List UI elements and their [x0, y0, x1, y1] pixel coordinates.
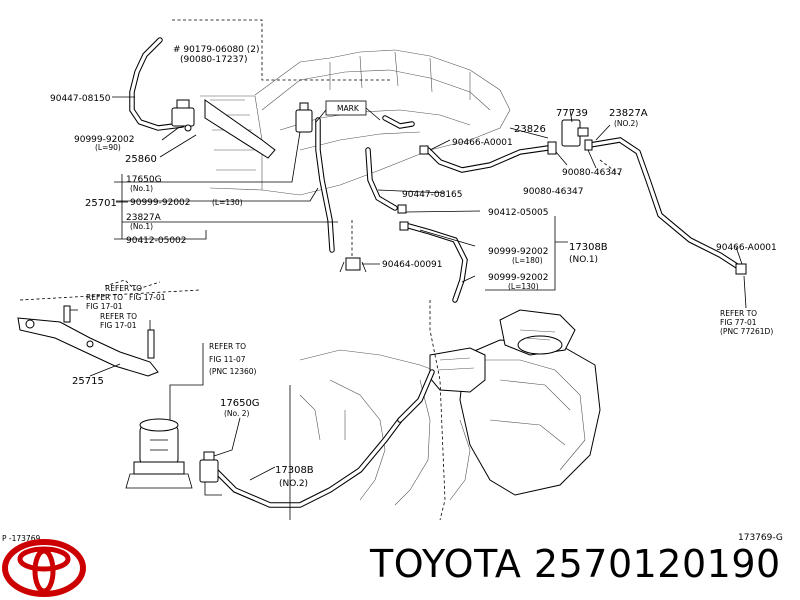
label-23827a-2: 23827A — [609, 108, 648, 119]
label-footer-left: P -173769 — [2, 534, 40, 543]
label-90412-05002: 90412-05002 — [126, 236, 187, 246]
label-90466-a0001-a: 90466-A0001 — [452, 138, 513, 148]
label-90447-08150: 90447-08150 — [50, 94, 111, 104]
label-l130-b: (L=130) — [508, 282, 539, 291]
label-25860: 25860 — [125, 154, 157, 165]
label-no1-a: (No.1) — [130, 184, 153, 193]
label-90999-92002-a: 90999-92002 — [74, 135, 135, 145]
label-l130-a: (L=130) — [212, 198, 243, 207]
label-pnc-d: (PNC 77261D) — [720, 327, 773, 336]
label-mark: MARK — [337, 104, 360, 113]
label-fig-e: FIG 11-07 — [209, 355, 246, 364]
vacuum-hoses — [129, 37, 743, 508]
label-footer-right: 173769-G — [738, 533, 783, 543]
label-fig-b: FIG 17-01 — [86, 302, 123, 311]
label-no1-b: (No.1) — [130, 222, 153, 231]
label-no2-c: (NO.2) — [279, 479, 308, 489]
label-90080-17237: (90080-17237) — [180, 55, 248, 65]
label-17308b-1: 17308B — [569, 242, 608, 253]
label-77739: 77739 — [556, 108, 588, 119]
brand-part-number: TOYOTA 2570120190 — [370, 542, 781, 586]
label-l180: (L=180) — [512, 256, 543, 265]
label-fig-c: FIG 17-01 — [100, 321, 137, 330]
part-labels: # 90179-06080 (2) (90080-17237) 90447-08… — [2, 45, 783, 543]
label-refer-e: REFER TO — [209, 342, 246, 351]
toyota-logo-icon — [2, 539, 86, 597]
label-no2-a: (NO.2) — [614, 119, 638, 128]
label-no2-b: (No. 2) — [224, 409, 250, 418]
mark-box — [325, 100, 367, 116]
label-refer-d: REFER TO — [720, 309, 757, 318]
label-90080-46347-b: 90080-46347 — [523, 187, 584, 197]
label-17650g-2: 17650G — [220, 398, 260, 409]
label-l90: (L=90) — [95, 143, 121, 152]
label-90179-06080: # 90179-06080 (2) — [173, 45, 260, 55]
label-refer-b: REFER TO — [86, 293, 123, 302]
label-25715: 25715 — [72, 376, 104, 387]
label-17650g-1: 17650G — [126, 175, 162, 185]
reference-frames — [19, 19, 621, 521]
label-23826: 23826 — [514, 124, 546, 135]
label-90999-92002-b: 90999-92002 — [130, 198, 191, 208]
label-90447-08165: 90447-08165 — [402, 190, 463, 200]
label-refer-a: REFER TO — [105, 284, 142, 293]
label-90464-00091: 90464-00091 — [382, 260, 443, 270]
label-90999-92002-d: 90999-92002 — [488, 273, 549, 283]
label-fig-d: FIG 77-01 — [720, 318, 757, 327]
leader-lines — [70, 96, 747, 520]
label-90466-a0001-b: 90466-A0001 — [716, 243, 777, 253]
label-23827a-1: 23827A — [126, 213, 162, 223]
label-pnc-e: (PNC 12360) — [209, 367, 257, 376]
label-90999-92002-c: 90999-92002 — [488, 247, 549, 257]
label-refer-c: REFER TO — [100, 312, 137, 321]
label-90080-46347-a: 90080-46347 — [562, 168, 623, 178]
engine-sketch — [200, 49, 601, 506]
components — [17, 99, 747, 496]
label-25701: 25701 — [85, 198, 117, 209]
label-17308b-2: 17308B — [275, 465, 314, 476]
label-fig-a: FIG 17-01 — [129, 293, 166, 302]
label-no1-c: (NO.1) — [569, 255, 598, 265]
label-90412-05005: 90412-05005 — [488, 208, 549, 218]
